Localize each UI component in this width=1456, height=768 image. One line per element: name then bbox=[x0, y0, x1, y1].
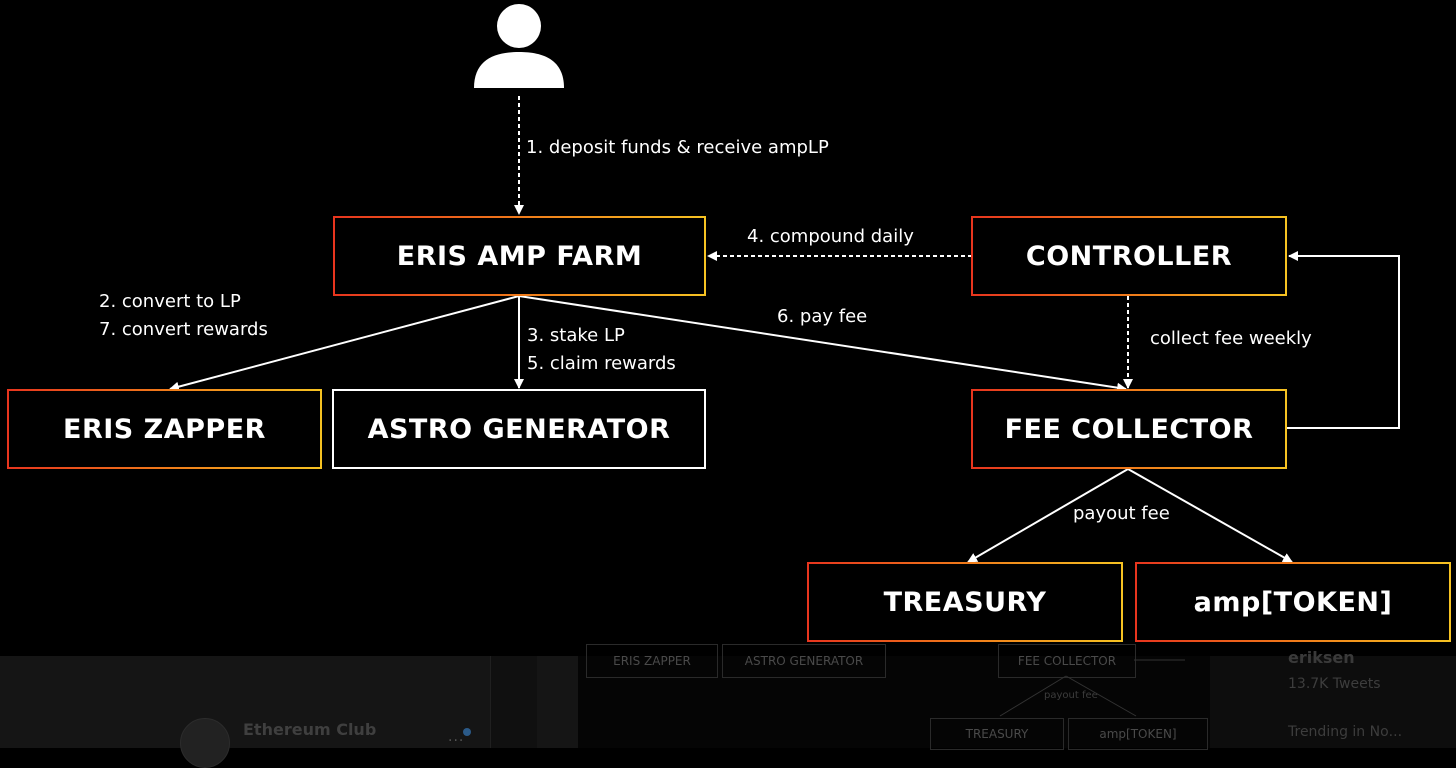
diagram-connectors bbox=[169, 96, 1400, 563]
thumb-node-fee-collector-label: FEE COLLECTOR bbox=[1017, 654, 1117, 668]
background-feed-column bbox=[490, 656, 537, 748]
node-astro-generator: ASTRO GENERATOR bbox=[332, 389, 706, 469]
thumb-node-treasury-label: TREASURY bbox=[965, 727, 1029, 741]
background-image-thumbnail bbox=[578, 656, 1210, 748]
node-controller: CONTROLLER bbox=[971, 216, 1287, 296]
edge-label-collect-fee: collect fee weekly bbox=[1150, 328, 1312, 349]
node-eris-amp-farm: ERIS AMP FARM bbox=[333, 216, 706, 296]
node-eris-zapper-label: ERIS ZAPPER bbox=[63, 413, 266, 445]
node-amp-token: amp[TOKEN] bbox=[1135, 562, 1451, 642]
edge-label-deposit: 1. deposit funds & receive ampLP bbox=[526, 137, 829, 158]
thumb-node-zapper: ERIS ZAPPER bbox=[586, 644, 718, 678]
node-amp-token-label: amp[TOKEN] bbox=[1193, 586, 1393, 618]
thumb-connectors bbox=[999, 659, 1185, 717]
edge-label-payout-fee: payout fee bbox=[1073, 503, 1170, 524]
node-controller-label: CONTROLLER bbox=[1025, 240, 1233, 272]
thumb-payout-label: payout fee bbox=[1044, 690, 1098, 701]
background-sidebar bbox=[1210, 656, 1456, 748]
thumb-node-generator: ASTRO GENERATOR bbox=[722, 644, 886, 678]
node-astro-generator-label: ASTRO GENERATOR bbox=[367, 413, 671, 445]
sidebar-trending[interactable]: Trending in Nо... bbox=[1288, 724, 1403, 740]
edge-label-stake-lp: 3. stake LP bbox=[527, 325, 625, 346]
notification-dot bbox=[463, 728, 471, 736]
thumb-node-fee-collector: FEE COLLECTOR bbox=[998, 644, 1136, 678]
user-icon bbox=[474, 4, 564, 88]
edge-label-compound: 4. compound daily bbox=[747, 226, 914, 247]
node-treasury-label: TREASURY bbox=[883, 586, 1047, 618]
sidebar-tweet-count: 13.7K Tweets bbox=[1288, 676, 1381, 692]
node-eris-zapper: ERIS ZAPPER bbox=[7, 389, 322, 469]
thumb-node-generator-label: ASTRO GENERATOR bbox=[744, 654, 864, 668]
node-fee-collector: FEE COLLECTOR bbox=[971, 389, 1287, 469]
more-options-icon[interactable]: ··· bbox=[448, 733, 465, 749]
sidebar-profile-name[interactable]: eriksen bbox=[1288, 648, 1355, 667]
account-name[interactable]: Ethereum Club bbox=[243, 720, 377, 739]
edge-label-convert-lp: 2. convert to LP bbox=[99, 291, 241, 312]
node-fee-collector-label: FEE COLLECTOR bbox=[1004, 413, 1254, 445]
edge-label-claim-rewards: 5. claim rewards bbox=[527, 353, 676, 374]
edge-label-pay-fee: 6. pay fee bbox=[777, 306, 868, 327]
node-eris-amp-farm-label: ERIS AMP FARM bbox=[396, 240, 643, 272]
background-feed-panel bbox=[0, 656, 578, 748]
thumb-node-amp-token-label: amp[TOKEN] bbox=[1099, 727, 1177, 741]
node-treasury: TREASURY bbox=[807, 562, 1123, 642]
thumb-node-zapper-label: ERIS ZAPPER bbox=[613, 654, 691, 668]
edge-label-convert-rewards: 7. convert rewards bbox=[99, 319, 268, 340]
